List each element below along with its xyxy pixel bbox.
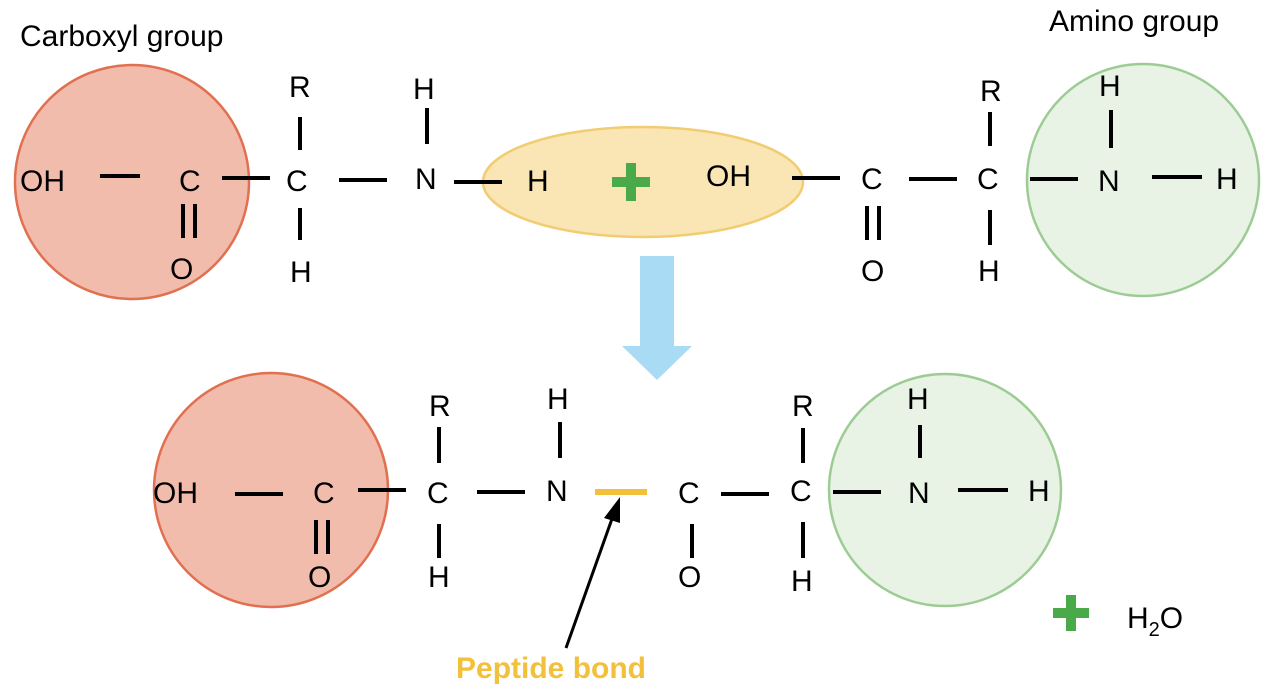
peptide-bond-pointer-arrow [564,497,620,649]
o-atom: O [861,255,884,288]
h-atom: H [428,561,450,594]
n-atom: N [415,163,437,196]
plus-icon [612,163,650,201]
peptide-bond-label: Peptide bond [456,652,646,685]
n-atom: N [546,475,568,508]
reaction-arrow-icon [622,256,692,380]
h-atom: H [527,165,549,198]
amino-group-label: Amino group [1049,5,1219,38]
oh-atom: OH [706,160,751,193]
h-atom: H [978,255,1000,288]
o-atom: O [678,561,701,594]
n-atom: N [908,477,930,510]
h-atom: H [907,383,929,416]
water-o: O [1160,602,1183,635]
o-atom: O [308,561,331,594]
n-atom: N [1098,165,1120,198]
carboxyl-group-label: Carboxyl group [20,20,223,53]
h-atom: H [547,383,569,416]
c-atom: C [179,165,201,198]
r-atom: R [429,390,451,423]
c-atom: C [977,163,999,196]
c-atom: C [790,475,812,508]
h-atom: H [1099,70,1121,103]
h-atom: H [413,73,435,106]
amino-circle-bottom [827,372,1063,608]
h-atom: H [1216,163,1238,196]
c-atom: C [861,163,883,196]
water-formula: H2O [1127,602,1183,641]
c-atom: C [286,165,308,198]
c-atom: C [678,477,700,510]
o-atom: O [170,253,193,286]
r-atom: R [792,390,814,423]
oh-atom: OH [20,165,65,198]
carboxyl-circle-top [13,63,251,301]
r-atom: R [289,71,311,104]
water-h: H [1127,602,1149,635]
water-subscript: 2 [1149,619,1160,641]
h-atom: H [290,256,312,289]
h-atom: H [1028,475,1050,508]
r-atom: R [980,75,1002,108]
c-atom: C [313,477,335,510]
amino-circle-top [1025,62,1261,298]
h-atom: H [791,565,813,598]
oh-atom: OH [153,477,198,510]
plus-icon [1053,595,1089,631]
c-atom: C [427,477,449,510]
